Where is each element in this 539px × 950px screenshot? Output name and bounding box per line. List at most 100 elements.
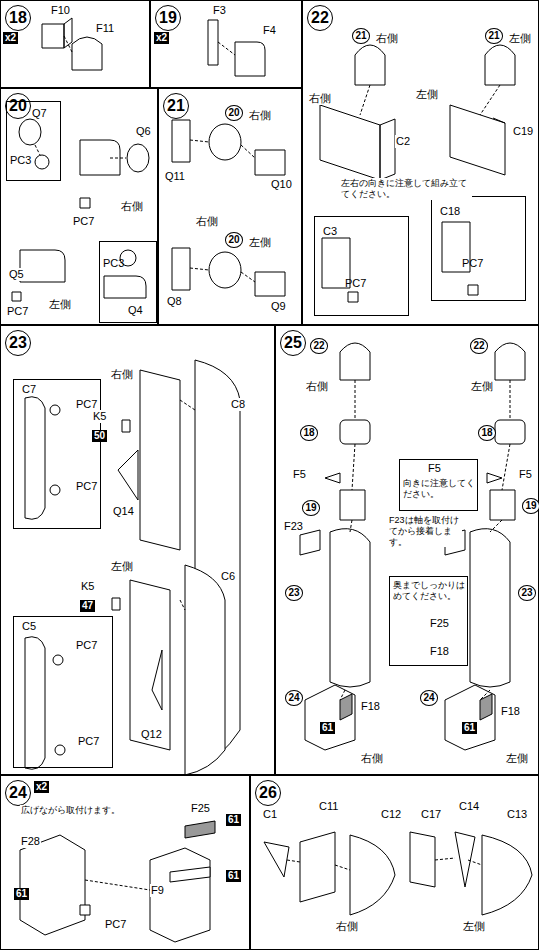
part-label: F4 — [262, 24, 277, 37]
part-label: 右側 — [248, 109, 272, 122]
part-label: 右側 — [375, 32, 399, 45]
part-label: 右側 — [305, 380, 329, 393]
subassembly-ref: 20 — [225, 232, 243, 248]
subassembly-ref: 23 — [285, 585, 303, 601]
count-badge: 47 — [80, 600, 95, 612]
subassembly-ref: 21 — [352, 28, 370, 44]
note-text: F23は軸を取付けてから接着します。 — [388, 515, 462, 547]
part-label: F18 — [430, 645, 449, 658]
part-label: F9 — [150, 884, 165, 897]
part-label: PC7 — [345, 277, 366, 290]
subassembly-ref: 21 — [485, 28, 503, 44]
note-text: 左右の向きに注意して組み立ててください。 — [340, 178, 472, 200]
part-label: F5 — [518, 468, 533, 481]
part-label: F18 — [360, 700, 381, 713]
part-label: 左側 — [110, 560, 134, 573]
inset-box: C5PC7PC7 — [13, 616, 113, 768]
count-badge: 61 — [226, 870, 241, 882]
part-label: 右側 — [335, 920, 359, 933]
part-label: Q5 — [8, 268, 25, 281]
part-label: PC7 — [104, 918, 127, 931]
part-label: F10 — [50, 4, 71, 17]
part-label: 左側 — [462, 920, 486, 933]
part-label: Q6 — [135, 125, 152, 138]
inset-box: F5向きに注意してください。 — [399, 459, 478, 511]
subassembly-ref: 19 — [302, 500, 320, 516]
inset-box: Q7PC3 — [6, 101, 61, 181]
part-label: Q12 — [140, 728, 163, 741]
subassembly-ref: 18 — [478, 425, 496, 441]
part-label: F5 — [292, 468, 307, 481]
part-label: Q10 — [270, 178, 293, 191]
count-badge: 61 — [226, 814, 241, 826]
part-label: C1 — [262, 808, 278, 821]
part-label: 左側 — [415, 88, 439, 101]
subassembly-ref: 19 — [522, 498, 539, 514]
part-label: 左側 — [505, 752, 529, 765]
part-label: C19 — [512, 125, 534, 138]
part-label: Q4 — [128, 304, 143, 317]
count-badge: 61 — [14, 888, 29, 900]
count-badge: 50 — [92, 430, 107, 442]
part-label: Q14 — [112, 505, 135, 518]
step-panel: 26 — [250, 775, 539, 950]
part-label: Q11 — [164, 170, 186, 183]
count-badge: 61 — [320, 722, 335, 734]
step-number: 19 — [155, 5, 181, 31]
part-label: PC3 — [103, 257, 124, 270]
part-label: F28 — [20, 835, 41, 848]
part-label: PC7 — [462, 257, 483, 270]
part-label: C5 — [22, 620, 36, 633]
part-label: C17 — [420, 808, 442, 821]
part-label: 左側 — [508, 32, 532, 45]
part-label: C18 — [440, 205, 460, 218]
count-badge: x2 — [34, 781, 49, 793]
part-label: Q7 — [32, 107, 47, 120]
note-text: 広げながら取付けます。 — [20, 805, 182, 816]
part-label: PC7 — [76, 398, 97, 411]
subassembly-ref: 22 — [310, 338, 328, 354]
count-badge: 61 — [462, 722, 477, 734]
part-label: C6 — [220, 570, 236, 583]
inset-box: C7PC7PC7 — [13, 379, 101, 529]
subassembly-ref: 24 — [420, 690, 438, 706]
part-label: C8 — [230, 398, 246, 411]
part-label: C14 — [458, 800, 480, 813]
part-label: 右側 — [110, 368, 134, 381]
count-badge: x2 — [154, 32, 169, 44]
part-label: PC7 — [6, 305, 29, 318]
step-panel: 21 — [158, 88, 302, 325]
inset-box: C18PC7 — [431, 196, 526, 301]
part-label: 右側 — [360, 752, 384, 765]
count-badge: x2 — [3, 32, 18, 44]
part-label: 右側 — [308, 92, 332, 105]
part-label: PC7 — [78, 735, 99, 748]
subassembly-ref: 23 — [518, 585, 536, 601]
step-number: 22 — [307, 5, 333, 31]
part-label: 左側 — [48, 298, 72, 311]
subassembly-ref: 18 — [300, 425, 318, 441]
part-label: C2 — [395, 135, 411, 148]
inset-box: PC3Q4 — [99, 241, 157, 323]
part-label: 右側 — [120, 200, 144, 213]
step-number: 20 — [5, 93, 31, 119]
part-label: C13 — [506, 808, 528, 821]
part-label: F5 — [428, 462, 441, 475]
part-label: 左側 — [470, 380, 494, 393]
subassembly-ref: 24 — [285, 690, 303, 706]
part-label: PC7 — [76, 480, 97, 493]
part-label: K5 — [92, 410, 107, 423]
step-number: 21 — [163, 93, 189, 119]
part-label: C7 — [22, 383, 36, 396]
part-label: F11 — [95, 22, 115, 35]
note-text: 奥までしっかりはめてください。 — [393, 580, 465, 602]
step-number: 24 — [5, 780, 31, 806]
part-label: F3 — [212, 4, 227, 17]
part-label: PC7 — [76, 639, 97, 652]
step-number: 18 — [5, 5, 31, 31]
step-panel: 22C3PC7C18PC7 — [302, 0, 539, 325]
part-label: C11 — [318, 800, 339, 813]
part-label: K5 — [80, 580, 95, 593]
part-label: C3 — [323, 225, 337, 238]
part-label: F25 — [430, 617, 449, 630]
